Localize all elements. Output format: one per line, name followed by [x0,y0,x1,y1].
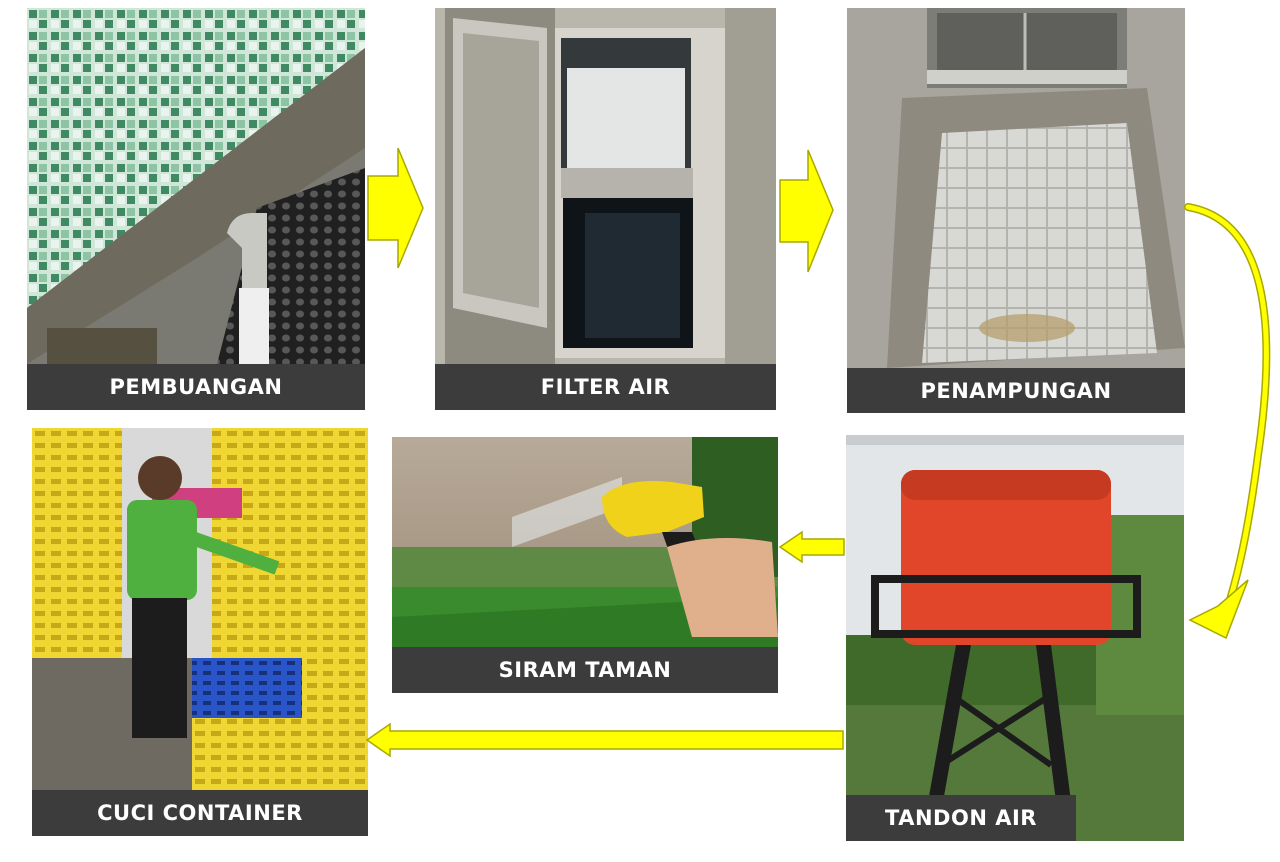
filter-air-photo [435,8,776,364]
penampungan-caption: PENAMPUNGAN [847,368,1185,413]
panel-tandon-air: TANDON AIR [846,435,1184,841]
penampungan-photo [847,8,1185,368]
arrow-filter-air-to-penampungan [779,149,834,273]
pembuangan-photo [27,8,365,364]
panel-penampungan: PENAMPUNGAN [847,8,1185,413]
arrow-pembuangan-to-filter-air [367,147,424,269]
panel-filter-air: FILTER AIR [435,8,776,410]
panel-siram-taman: SIRAM TAMAN [392,437,778,693]
panel-cuci-container: CUCI CONTAINER [32,428,368,836]
tandon-air-caption: TANDON AIR [846,795,1076,841]
siram-taman-caption: SIRAM TAMAN [392,647,778,693]
pembuangan-caption: PEMBUANGAN [27,364,365,410]
cuci-container-caption: CUCI CONTAINER [32,790,368,836]
panel-pembuangan: PEMBUANGAN [27,8,365,410]
filter-air-caption: FILTER AIR [435,364,776,410]
siram-taman-photo [392,437,778,647]
cuci-container-photo [32,428,368,790]
arrow-tandon-air-to-siram-taman [778,530,845,564]
arrow-penampungan-to-tandon-air [1184,203,1271,640]
arrow-tandon-air-to-cuci-container [365,722,844,758]
